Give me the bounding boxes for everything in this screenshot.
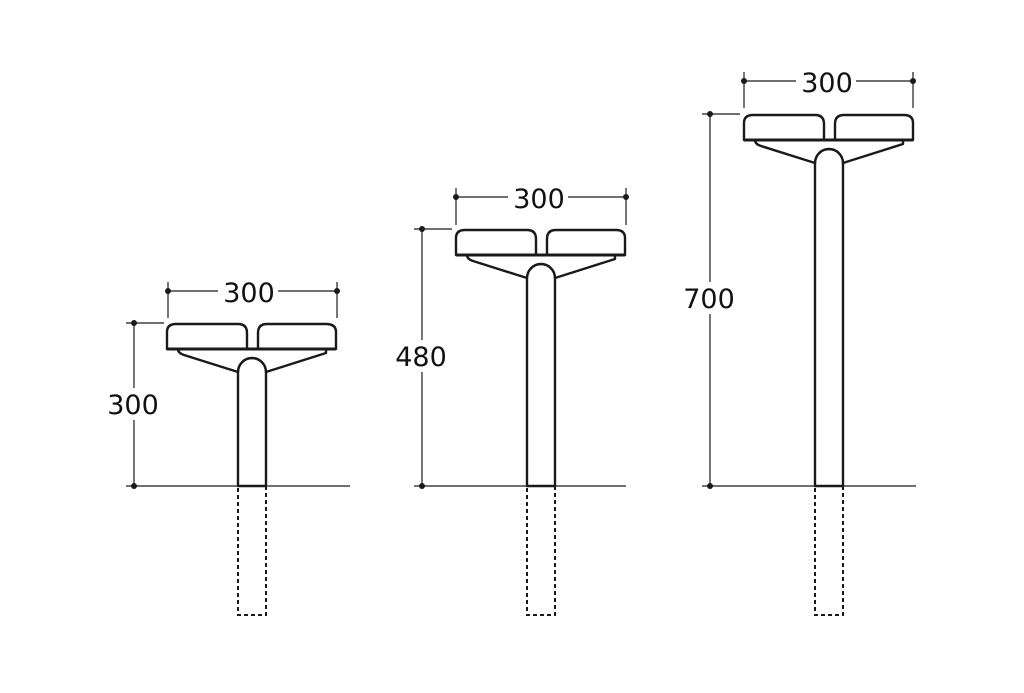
seat-small [165,322,338,351]
width-dimension-medium: 300 [453,182,629,225]
seat-large [742,113,915,142]
height-dimension-large: 700 [683,111,740,489]
stool-small: 300 300 [107,276,350,616]
post-medium [525,262,557,488]
height-dimension-small: 300 [107,320,164,489]
height-dimension-medium: 480 [395,226,452,489]
height-label-medium: 480 [395,342,447,373]
buried-post-small [237,485,267,616]
seat-bracket-small [176,347,328,374]
buried-post-medium [526,485,556,616]
buried-post-large [814,485,844,616]
post-small [236,356,268,488]
width-label-medium: 300 [513,184,565,215]
stool-medium: 300 480 [395,182,629,616]
height-label-small: 300 [107,390,159,421]
height-label-large: 700 [683,284,735,315]
seat-bracket-medium [465,253,617,280]
width-dimension-small: 300 [165,276,340,318]
post-large [813,147,845,488]
seat-bracket-large [753,138,905,165]
width-label-small: 300 [223,278,275,309]
seat-medium [454,228,627,257]
width-dimension-large: 300 [741,66,916,108]
width-label-large: 300 [801,68,853,99]
stool-large: 300 700 [683,66,916,616]
